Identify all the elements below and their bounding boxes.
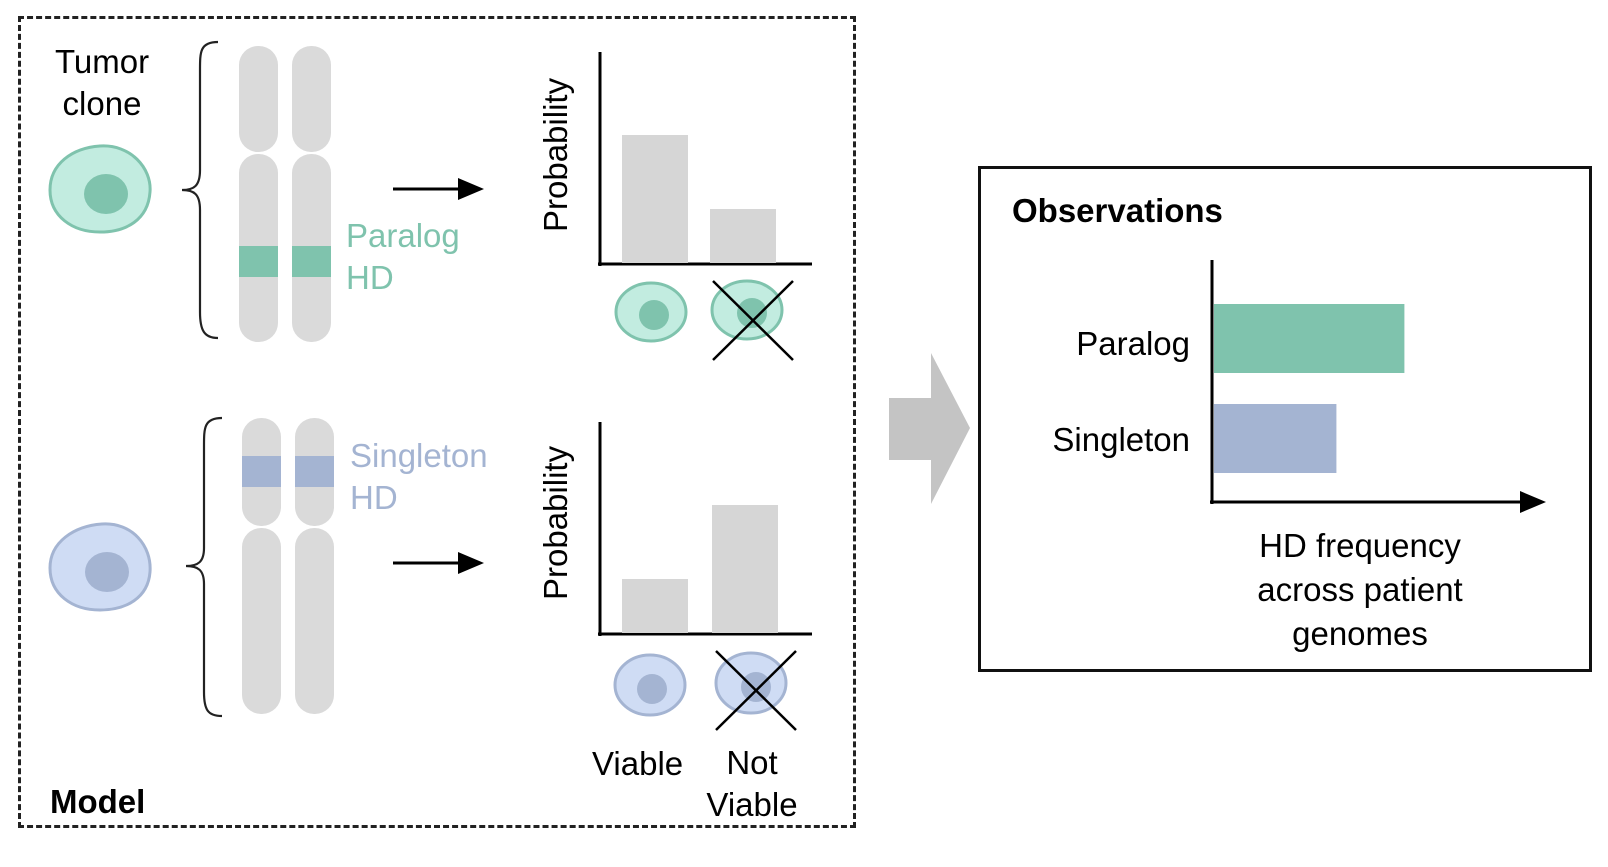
singleton-bar-viable <box>622 579 688 633</box>
obs-category-label: Singleton <box>1052 421 1190 458</box>
observations-title: Observations <box>1012 192 1223 229</box>
paralog-not-viable-cell-icon <box>710 279 794 361</box>
obs-category-label: Paralog <box>1076 325 1190 362</box>
obs-xlabel-line1: HD frequency <box>1259 527 1461 564</box>
observations-chart <box>1210 260 1546 513</box>
tumor-clone-label-line1: Tumor <box>54 43 150 80</box>
paralog-chromosome-pair <box>239 46 331 342</box>
paralog-viable-cell-icon <box>614 281 688 343</box>
viable-label: Viable <box>592 745 684 782</box>
singleton-bar-not-viable <box>712 505 778 633</box>
singleton-hd-band <box>242 456 281 487</box>
big-arrow-icon <box>889 353 970 504</box>
paralog-hd-band <box>239 246 278 277</box>
obs-xlabel-line3: genomes <box>1292 615 1428 652</box>
singleton-viable-cell-icon <box>613 653 687 717</box>
observations-panel <box>978 166 1592 672</box>
obs-bar-paralog <box>1214 304 1405 373</box>
paralog-hd-label-line1: Paralog <box>346 217 460 254</box>
not-viable-label-line1: Not <box>726 744 778 781</box>
singleton-probability-axis-label: Probability <box>537 445 574 600</box>
paralog-arrow-icon <box>393 178 484 200</box>
paralog-brace-icon <box>181 40 219 340</box>
singleton-tumor-cell-icon <box>48 522 152 612</box>
singleton-probability-chart <box>598 422 812 636</box>
tumor-clone-label-line2: clone <box>62 85 142 122</box>
paralog-probability-axis-label: Probability <box>537 77 574 232</box>
not-viable-label-line2: Viable <box>706 786 798 823</box>
model-title: Model <box>50 783 146 820</box>
singleton-not-viable-cell-icon <box>714 650 797 731</box>
obs-xlabel-line2: across patient <box>1257 571 1463 608</box>
singleton-hd-label-line2: HD <box>350 479 398 516</box>
singleton-hd-label-line1: Singleton <box>350 437 488 474</box>
paralog-probability-chart <box>598 52 812 266</box>
paralog-bar-not-viable <box>710 209 776 263</box>
paralog-bar-viable <box>622 135 688 263</box>
obs-bar-singleton <box>1214 404 1337 473</box>
paralog-hd-label-line2: HD <box>346 259 394 296</box>
singleton-brace-icon <box>185 416 223 718</box>
model-panel <box>18 16 856 828</box>
paralog-tumor-cell-icon <box>48 144 152 234</box>
singleton-arrow-icon <box>393 552 484 574</box>
singleton-chromosome-pair <box>242 418 334 714</box>
